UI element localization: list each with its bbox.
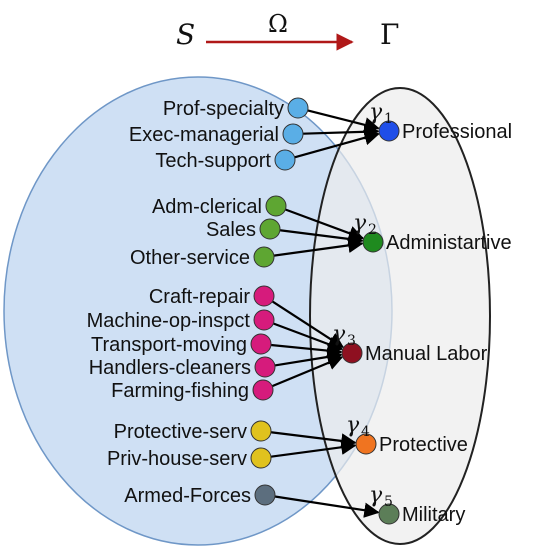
source-node-protective-0 xyxy=(250,420,272,442)
source-label: Handlers-cleaners xyxy=(89,357,251,379)
target-index-military: 5 xyxy=(384,494,393,510)
source-set-symbol: S xyxy=(176,18,195,51)
edge-administrative-2 xyxy=(273,237,364,257)
source-label: Prof-specialty xyxy=(163,98,284,120)
target-index-professional: 1 xyxy=(384,111,393,127)
source-label: Armed-Forces xyxy=(124,485,251,507)
target-symbol-manual: γ xyxy=(332,322,346,347)
target-index-protective: 4 xyxy=(361,424,370,440)
edge-protective-1 xyxy=(270,439,357,458)
target-node-administrative xyxy=(362,231,384,253)
target-node-protective xyxy=(355,433,377,455)
source-label: Other-service xyxy=(130,247,250,269)
source-label: Machine-op-inspct xyxy=(87,310,251,332)
edge-professional-2 xyxy=(294,130,380,159)
target-set-symbol: Γ xyxy=(380,18,399,51)
target-node-military xyxy=(378,503,400,525)
source-node-manual-4 xyxy=(252,379,274,401)
edges-layer xyxy=(270,109,380,518)
target-label-manual: Manual Labor xyxy=(365,343,488,365)
source-label: Adm-clerical xyxy=(152,196,262,218)
source-node-manual-3 xyxy=(254,356,276,378)
source-node-protective-1 xyxy=(250,447,272,469)
source-node-manual-1 xyxy=(253,309,275,331)
source-label: Craft-repair xyxy=(149,286,250,308)
target-symbol-military: γ xyxy=(369,483,383,508)
source-label: Exec-managerial xyxy=(129,124,279,146)
source-node-administrative-2 xyxy=(253,246,275,268)
source-node-professional-1 xyxy=(282,123,304,145)
source-node-military-0 xyxy=(254,484,276,506)
source-node-manual-2 xyxy=(250,333,272,355)
target-symbol-protective: γ xyxy=(346,413,360,438)
source-node-manual-0 xyxy=(253,285,275,307)
target-symbol-professional: γ xyxy=(369,100,383,125)
source-node-administrative-1 xyxy=(259,218,281,240)
source-label: Farming-fishing xyxy=(111,380,249,402)
target-label-military: Military xyxy=(402,504,465,526)
target-index-manual: 3 xyxy=(347,333,356,349)
target-symbol-administrative: γ xyxy=(353,211,367,236)
source-label: Tech-support xyxy=(155,150,271,172)
target-node-professional xyxy=(378,120,400,142)
edge-manual-4 xyxy=(271,355,344,388)
source-node-administrative-0 xyxy=(265,195,287,217)
source-node-professional-2 xyxy=(274,149,296,171)
target-label-administrative: Administartive xyxy=(386,232,512,254)
nodes-layer: Prof-specialtyExec-managerialTech-suppor… xyxy=(87,97,512,526)
edge-military-0 xyxy=(274,495,380,518)
target-index-administrative: 2 xyxy=(368,222,377,238)
target-label-protective: Protective xyxy=(379,434,468,456)
target-label-professional: Professional xyxy=(402,121,512,143)
source-label: Transport-moving xyxy=(91,334,247,356)
source-label: Priv-house-serv xyxy=(107,448,247,470)
target-set-ellipse xyxy=(309,87,491,545)
mapping-symbol: Ω xyxy=(268,10,288,38)
source-label: Protective-serv xyxy=(114,421,247,443)
source-node-professional-0 xyxy=(287,97,309,119)
source-label: Sales xyxy=(206,219,256,241)
target-node-manual xyxy=(341,342,363,364)
